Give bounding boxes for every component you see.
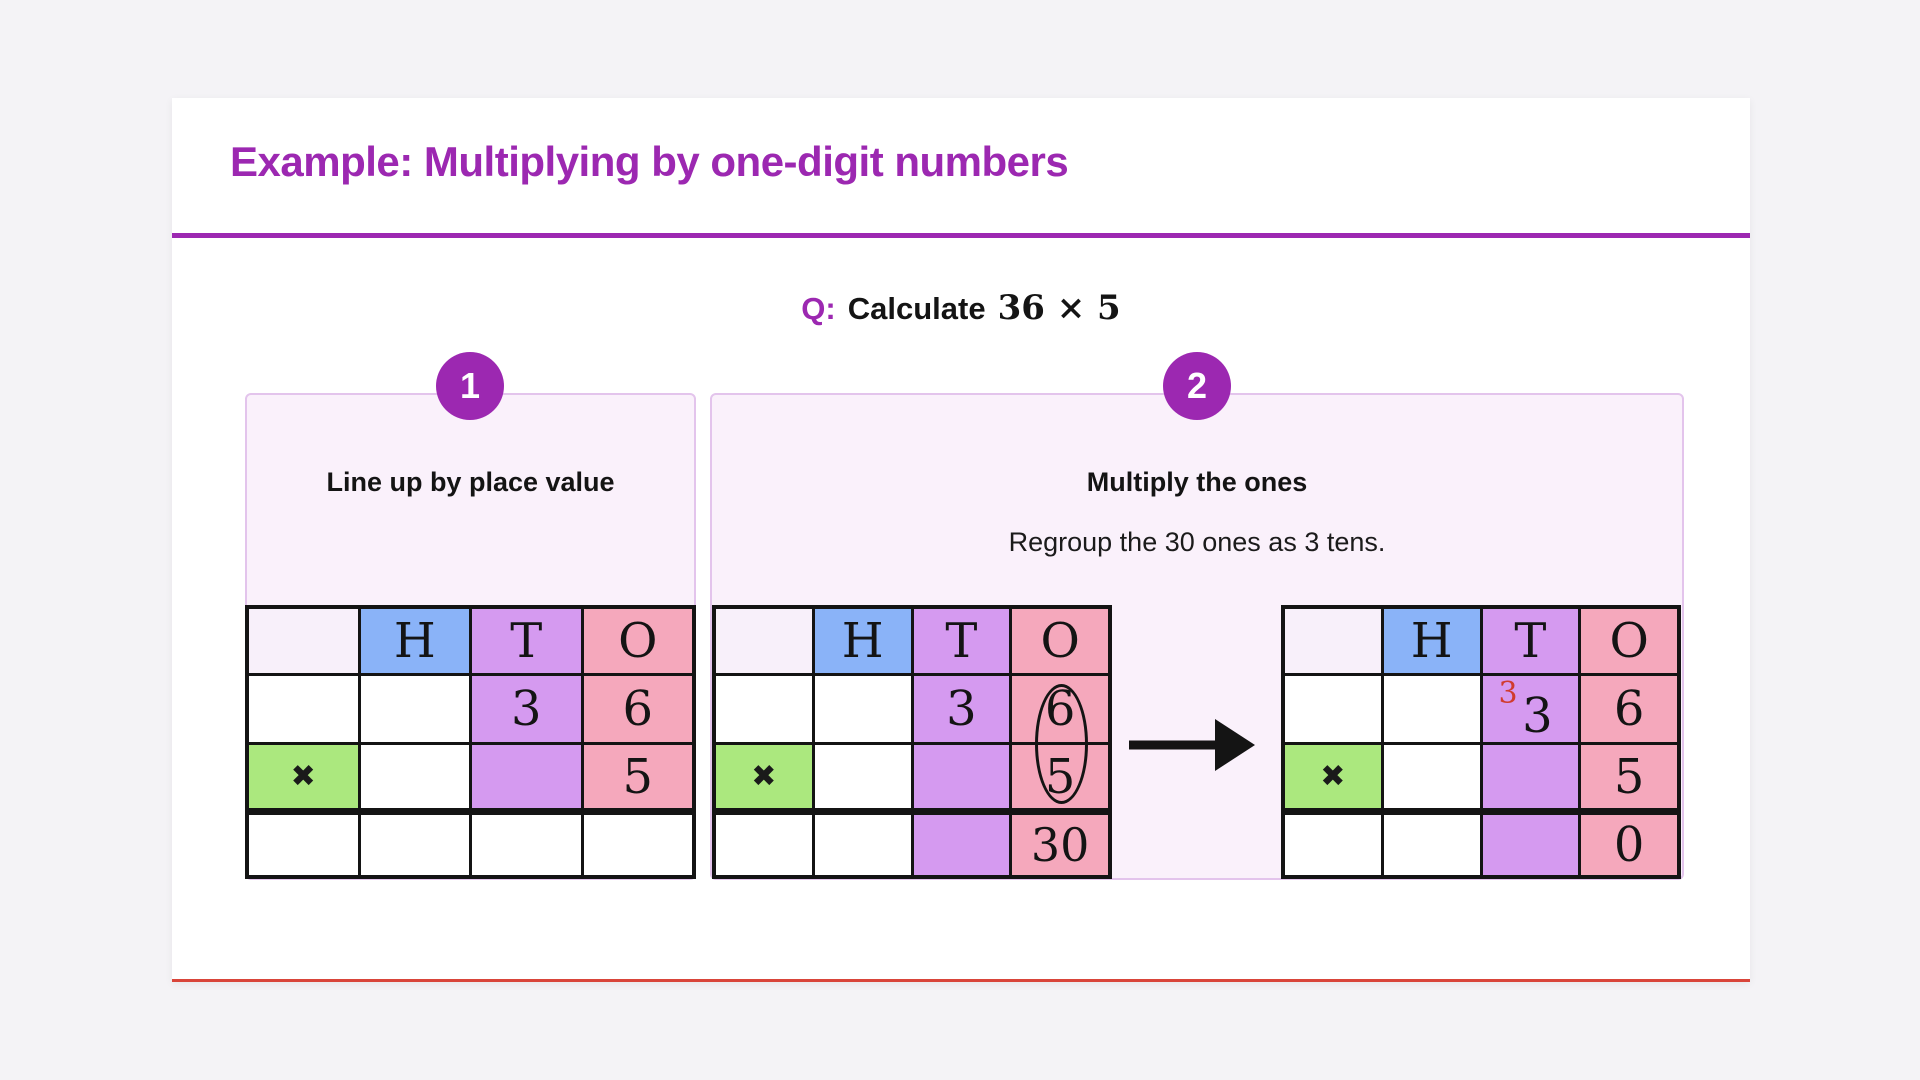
pv-cell-multiplier: 5 [583, 745, 692, 808]
multiply-sign-cell: ✖ [716, 745, 812, 808]
pv-cell-tens-digit: 3 [913, 676, 1010, 742]
pv-corner-cell [1285, 609, 1381, 673]
pv-cell [814, 815, 911, 875]
pv-cell-multiplier: 5 [1581, 745, 1677, 808]
slide-card: Example: Multiplying by one-digit number… [172, 98, 1750, 982]
pv-header-hundreds: H [814, 609, 911, 673]
pv-header-tens: T [472, 609, 581, 673]
pv-cell [249, 815, 358, 875]
question-expression: 36 × 5 [997, 288, 1121, 328]
place-value-table-result: H T O 3 3 6 ✖ 5 0 [1281, 605, 1681, 879]
pv-cell [1383, 676, 1480, 742]
step-1-number: 1 [459, 365, 481, 406]
sum-bar-segment [716, 811, 812, 812]
sum-bar-segment [1012, 811, 1108, 812]
pv-cell [1482, 815, 1579, 875]
pv-cell [360, 676, 469, 742]
sum-bar-segment [1285, 811, 1381, 812]
title-divider [172, 233, 1750, 238]
page-title: Example: Multiplying by one-digit number… [230, 138, 1069, 185]
pv-cell [913, 815, 1010, 875]
pv-cell [1383, 815, 1480, 875]
pv-header-ones: O [583, 609, 692, 673]
sum-bar-segment [584, 811, 693, 812]
pv-cell-tens-with-carry: 3 3 [1482, 676, 1579, 744]
pv-header-hundreds: H [1383, 609, 1480, 673]
sum-bar-segment [249, 811, 358, 812]
pv-cell [1285, 676, 1381, 742]
pv-cell-product: 30 [1012, 815, 1108, 875]
multiply-sign-cell: ✖ [249, 745, 358, 808]
pv-cell [814, 676, 911, 742]
pv-header-ones: O [1581, 609, 1677, 673]
sum-bar-segment [1483, 811, 1579, 812]
step-2-subtitle: Regroup the 30 ones as 3 tens. [1008, 527, 1386, 557]
pv-header-ones: O [1012, 609, 1108, 673]
pv-cell [249, 676, 358, 742]
multiply-sign-cell: ✖ [1285, 745, 1381, 808]
sum-bar-segment [1384, 811, 1480, 812]
pv-cell [716, 815, 812, 875]
sum-bar-segment [1581, 811, 1677, 812]
pv-cell-result-ones: 0 [1581, 815, 1677, 875]
pv-corner-cell [716, 609, 812, 673]
step-2-badge: 2 [1163, 352, 1231, 420]
pv-cell [360, 745, 469, 808]
pv-cell [472, 745, 581, 808]
pv-cell [1383, 745, 1480, 808]
step-1-badge: 1 [436, 352, 504, 420]
pv-cell [1285, 815, 1381, 875]
pv-cell [472, 815, 581, 875]
sum-bar-segment [472, 811, 581, 812]
pv-cell-ones-digit: 6 [583, 676, 692, 742]
pv-cell [913, 745, 1010, 808]
step-1-title: Line up by place value [326, 467, 615, 497]
pv-cell [583, 815, 692, 875]
pv-header-tens: T [913, 609, 1010, 673]
pv-corner-cell [249, 609, 358, 673]
pv-cell [1482, 745, 1579, 808]
pv-cell [814, 745, 911, 808]
pv-cell [716, 676, 812, 742]
step-2-title: Multiply the ones [1086, 467, 1308, 497]
sum-bar-segment [361, 811, 470, 812]
pv-cell-ones-digit: 6 [1581, 676, 1677, 742]
question-verb: Calculate [847, 291, 986, 326]
regroup-ellipse [1035, 684, 1088, 804]
arrow-right-icon [1129, 719, 1255, 771]
question-line: Q: Calculate 36 × 5 [172, 288, 1750, 328]
place-value-table-step1: H T O 3 6 ✖ 5 [245, 605, 696, 879]
carry-digit: 3 [1498, 676, 1518, 711]
tens-digit: 3 [1522, 688, 1553, 744]
sum-bar-segment [815, 811, 911, 812]
pv-header-hundreds: H [360, 609, 469, 673]
question-label: Q: [801, 291, 836, 326]
pv-header-tens: T [1482, 609, 1579, 673]
pv-cell-tens-digit: 3 [472, 676, 581, 742]
pv-cell [360, 815, 469, 875]
step-2-number: 2 [1186, 365, 1208, 406]
sum-bar-segment [914, 811, 1010, 812]
